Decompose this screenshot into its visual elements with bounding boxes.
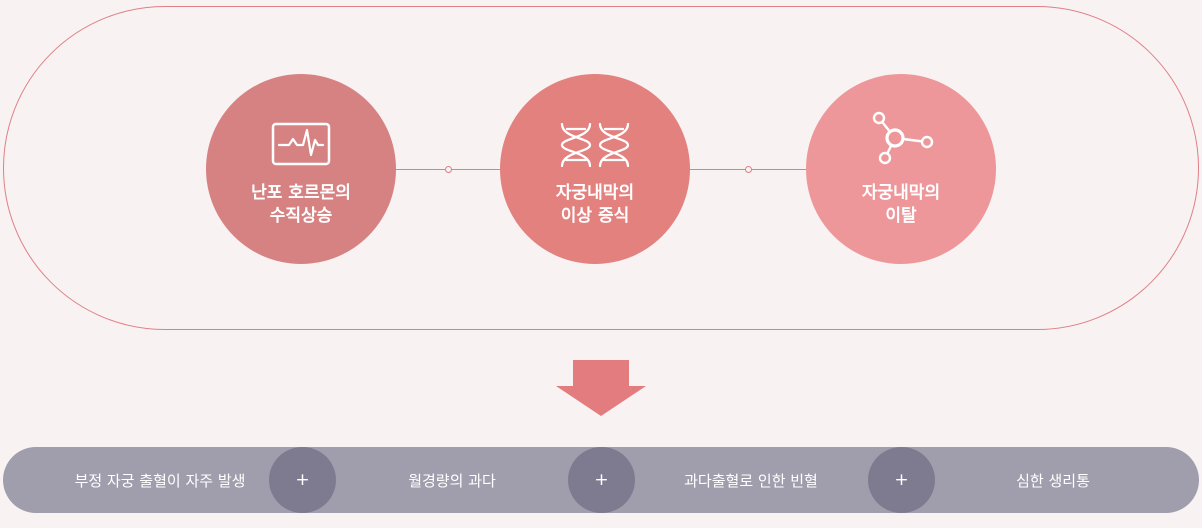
symptom-3: 과다출혈로 인한 빈혈 (684, 471, 818, 490)
symptom-1: 부정 자궁 출혈이 자주 발생 (74, 471, 246, 490)
molecule-icon (868, 111, 934, 170)
process-frame (3, 6, 1199, 330)
plus-icon: + (868, 447, 935, 513)
heart-monitor-icon (271, 120, 331, 170)
symptom-4: 심한 생리통 (1016, 471, 1090, 490)
cause-label-3: 자궁내막의 이탈 (861, 183, 941, 226)
connector-node-2 (745, 166, 752, 173)
arrow-down-icon (556, 360, 646, 416)
cause-label-2: 자궁내막의 이상 증식 (555, 183, 635, 226)
connector-node-1 (445, 166, 452, 173)
cause-circle-2: 자궁내막의 이상 증식 (500, 74, 690, 264)
plus-icon: + (568, 447, 635, 513)
symptom-2: 월경량의 과다 (408, 471, 496, 490)
cause-circle-1: 난포 호르몬의 수직상승 (206, 74, 396, 264)
dna-icon (559, 120, 631, 170)
cause-label-1: 난포 호르몬의 수직상승 (251, 183, 351, 226)
cause-circle-3: 자궁내막의 이탈 (806, 74, 996, 264)
plus-icon: + (269, 447, 336, 513)
